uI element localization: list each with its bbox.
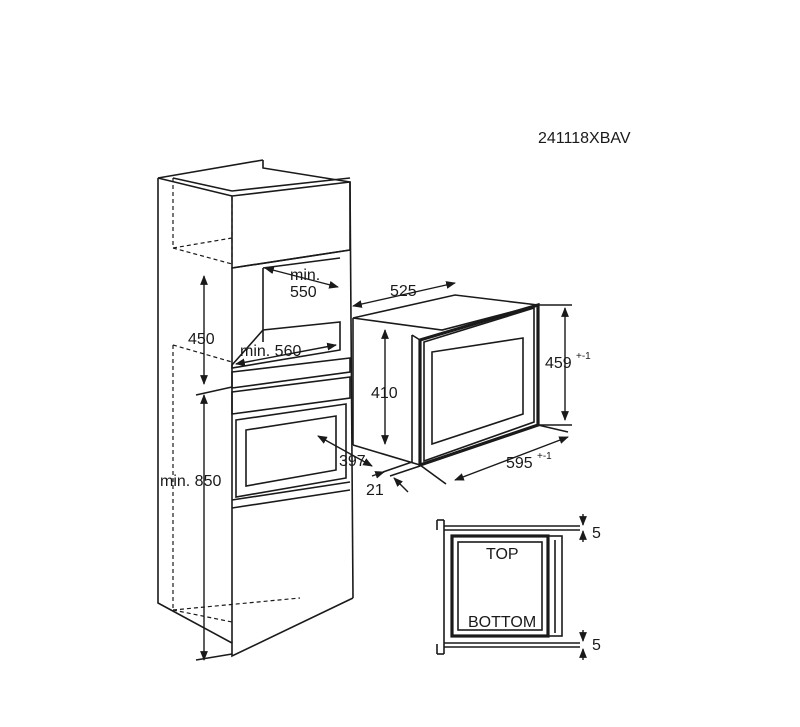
detail-bottom-label: BOTTOM bbox=[468, 614, 536, 631]
floor-height-label: min. 850 bbox=[160, 473, 221, 490]
top-gap-label: 5 bbox=[592, 525, 601, 542]
oven-unit bbox=[352, 294, 540, 468]
bottom-gap-label: 5 bbox=[592, 637, 601, 654]
niche-height-label: 450 bbox=[188, 331, 215, 348]
model-code: 241118XBAV bbox=[538, 130, 631, 147]
oven-dimensions bbox=[352, 281, 572, 493]
oven-height-tolerance: +-1 bbox=[576, 351, 591, 362]
tall-cabinet bbox=[157, 159, 354, 658]
oven-inner-height-label: 410 bbox=[371, 385, 398, 402]
oven-width-label: 595 bbox=[506, 455, 533, 472]
cabinet-depth-label: min. 560 bbox=[240, 343, 301, 360]
panel-depth-label: 21 bbox=[366, 482, 384, 499]
oven-height-label: 459 bbox=[545, 355, 572, 372]
cabinet-dimensions bbox=[195, 266, 373, 661]
detail-top-label: TOP bbox=[486, 546, 519, 563]
cabinet-width-label-line2: 550 bbox=[290, 284, 317, 301]
oven-width-tolerance: +-1 bbox=[537, 451, 552, 462]
oven-depth-label: 525 bbox=[390, 283, 417, 300]
cabinet-width-label-line1: min. bbox=[290, 267, 320, 284]
niche-detail bbox=[436, 514, 587, 660]
front-offset-label: 397 bbox=[339, 453, 366, 470]
